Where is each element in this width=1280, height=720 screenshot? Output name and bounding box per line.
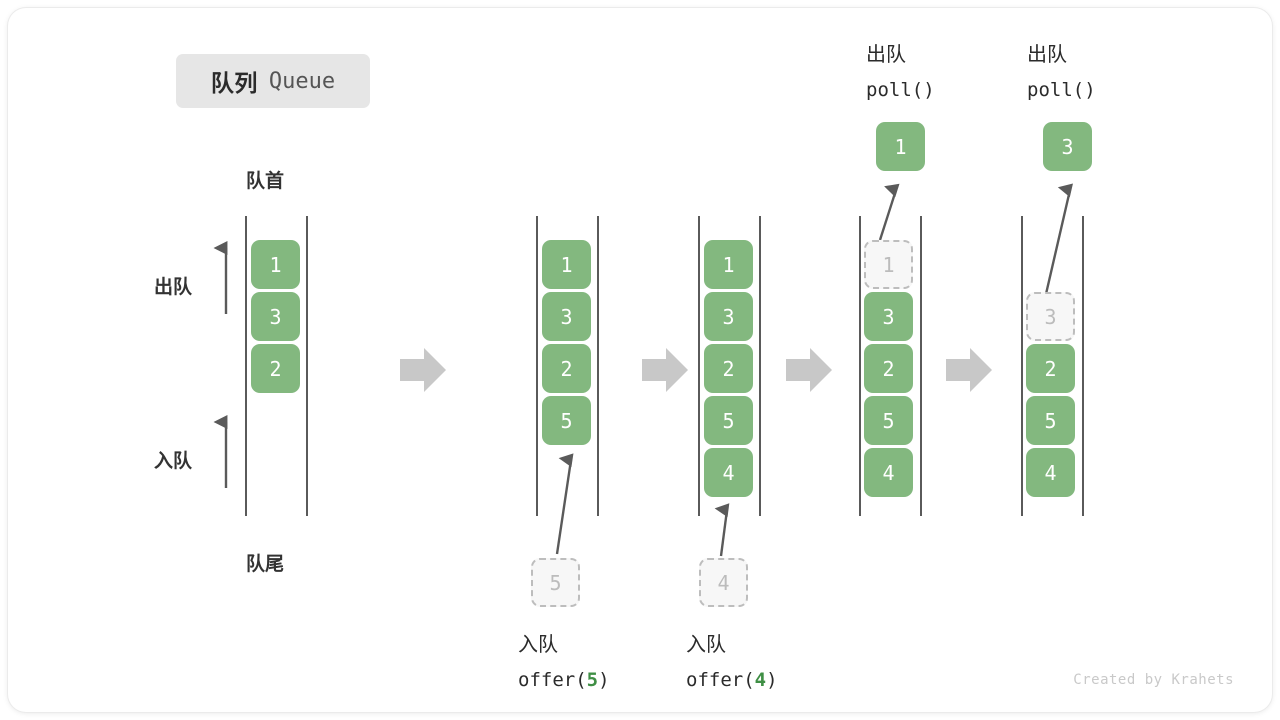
col2-operation-label: 入队 offer(5) [518,628,610,698]
col5-cell-1: 2 [1026,344,1075,393]
col2-cell-1: 3 [542,292,591,341]
col5-rail-right [1082,216,1084,516]
col2-operation-code: offer(5) [518,669,610,691]
col3-cell-1: 3 [704,292,753,341]
col2-rail-left [536,216,538,516]
col1-cell-1: 3 [251,292,300,341]
dequeue-direction-label: 出队 [154,277,193,298]
col2-operation-cn: 入队 [518,634,558,656]
step-arrow-2-icon [642,348,688,392]
col3-operation-code: offer(4) [686,669,778,691]
col2-cell-3: 5 [542,396,591,445]
col2-enqueue-arrow-icon [555,453,574,555]
col1-cell-2: 2 [251,344,300,393]
col4-operation-code: poll() [866,79,935,101]
col4-operation-label: 出队 poll() [866,38,935,108]
queue-tail-label: 队尾 [246,554,285,575]
col2-cell-0: 1 [542,240,591,289]
col2-incoming-ghost-cell: 5 [531,558,580,607]
enqueue-direction-arrow-icon [213,415,228,488]
col5-cell-3: 4 [1026,448,1075,497]
col4-cell-0: 1 [864,240,913,289]
col5-cell-2: 5 [1026,396,1075,445]
step-arrow-3-icon [786,348,832,392]
col3-enqueue-arrow-icon [714,503,730,557]
col5-operation-code: poll() [1027,79,1096,101]
title-english: Queue [268,68,336,94]
col5-dequeue-arrow-icon [1044,183,1073,295]
col4-cell-4: 4 [864,448,913,497]
col4-dequeue-arrow-icon [878,183,900,241]
col3-operation-label: 入队 offer(4) [686,628,778,698]
col4-polled-cell: 1 [876,122,925,171]
col1-rail-right [306,216,308,516]
col1-cell-0: 1 [251,240,300,289]
col4-cell-2: 2 [864,344,913,393]
watermark: Created by Krahets [1073,672,1234,688]
col5-rail-left [1021,216,1023,516]
diagram-card: 队列 Queue 队首 队尾 出队 入队 1 3 2 [8,8,1272,712]
step-arrow-4-icon [946,348,992,392]
col2-rail-right [597,216,599,516]
col4-rail-left [859,216,861,516]
col3-rail-right [759,216,761,516]
col5-operation-label: 出队 poll() [1027,38,1096,108]
col3-cell-2: 2 [704,344,753,393]
col3-operation-cn: 入队 [686,634,726,656]
col4-cell-3: 5 [864,396,913,445]
col5-operation-cn: 出队 [1027,44,1067,66]
col4-rail-right [920,216,922,516]
col2-cell-2: 2 [542,344,591,393]
col5-polled-cell: 3 [1043,122,1092,171]
col1-rail-left [245,216,247,516]
col3-cell-4: 4 [704,448,753,497]
col3-incoming-ghost-cell: 4 [699,558,748,607]
title-chinese: 队列 [210,70,258,96]
col3-cell-3: 5 [704,396,753,445]
col4-cell-1: 3 [864,292,913,341]
queue-head-label: 队首 [246,171,285,192]
step-arrow-1-icon [400,348,446,392]
col3-cell-0: 1 [704,240,753,289]
dequeue-direction-arrow-icon [213,241,228,314]
col3-rail-left [698,216,700,516]
col4-operation-cn: 出队 [866,44,906,66]
title-badge: 队列 Queue [176,54,370,108]
enqueue-direction-label: 入队 [154,451,193,472]
col5-cell-0: 3 [1026,292,1075,341]
